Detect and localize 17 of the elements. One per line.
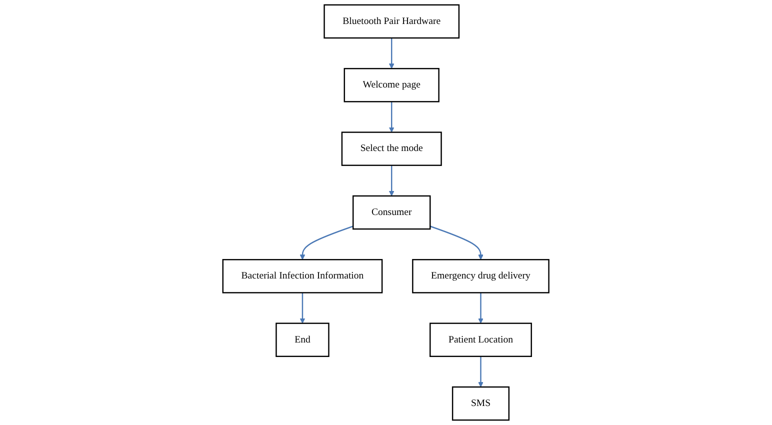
node-box: Emergency drug delivery [412,259,550,294]
node-box: Bluetooth Pair Hardware [324,4,460,39]
arrow [389,102,394,133]
node-box: Consumer [352,195,431,230]
arrow [300,226,354,260]
node-box: Patient Location [430,322,532,358]
arrow [478,292,484,324]
arrow [300,292,306,324]
arrow [389,38,394,69]
node-box: Welcome page [344,68,440,102]
node-box: Bacterial Infection Information [222,259,383,294]
arrow [389,165,394,196]
arrow [478,356,484,388]
node-box: SMS [452,386,510,421]
node-box: End [276,322,330,358]
arrow [430,226,484,260]
node-box: Select the mode [341,132,442,166]
